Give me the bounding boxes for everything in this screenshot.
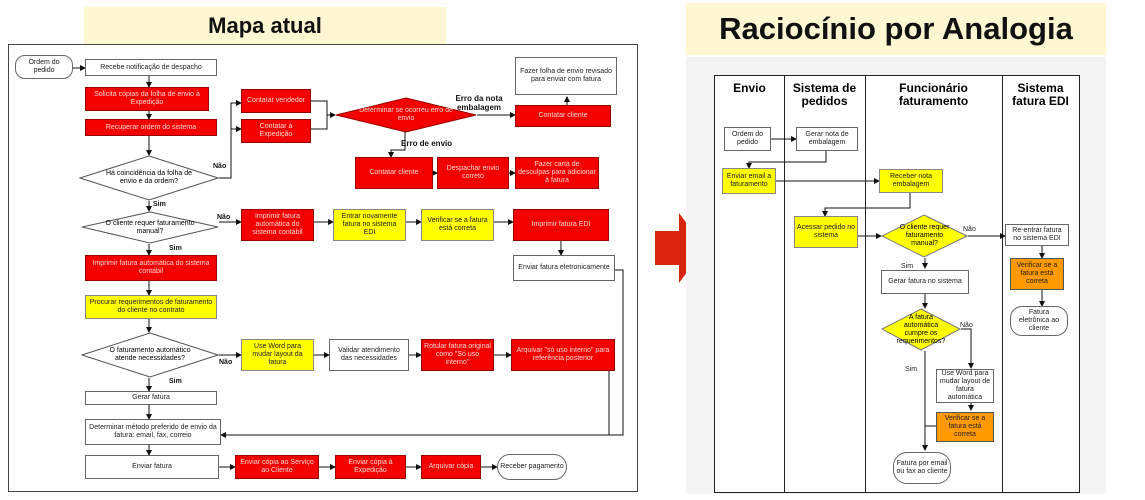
contact-shipping-step: Contatar à Expedição [241,119,311,143]
email-fax-invoice-node: Fatura por email ou fax ao cliente [893,452,951,484]
auto-billing-decision-label: O faturamento automático atende necessid… [109,347,191,362]
yes-label: Sim [169,378,182,385]
shipping-error-decision-label: Determinar se ocorreu erro de envio [359,107,453,122]
print-edi-invoice-step: Imprimir fatura EDI [513,209,609,241]
no-label: Não [960,322,973,329]
match-decision: Há coincidência da folha de envio e da o… [79,155,219,201]
lane-title: Funcionário faturamento [898,81,969,108]
order-start-node: Ordem do pedido [724,127,771,151]
email-billing-step: Enviar email a faturamento [722,168,776,194]
packing-note-error-label: Erro da nota embalagem [455,94,503,112]
swimlane-diagram: Envio Sistema de pedidos Funcionário fat… [714,75,1080,493]
verify-invoice-step: Verificar se a fatura está correta [936,412,994,442]
lane-order-system: Sistema de pedidos [784,76,866,492]
electronic-invoice-node: Fatura eletrônica ao cliente [1010,306,1068,336]
manual-billing-decision: O cliente requer faturamento manual? [881,214,968,258]
current-map-title: Mapa atual [84,7,446,44]
reenter-edi-step: Entrar novamente fatura no sistema EDI [333,209,406,241]
receive-payment-node: Receber pagamento [497,454,567,480]
generate-invoice-step: Gerar fatura [85,391,217,405]
dispatch-correct-step: Despachar envio correto [437,157,509,189]
auto-invoice-decision-label: A fatura automática cumpre os requerimen… [896,313,946,345]
receive-notice-step: Recebe notificação de despacho [85,59,217,76]
copy-shipping-step: Enviar cópia à Expedição [335,455,406,479]
lane-shipping: Envio [715,76,785,492]
word-layout-step: Use Word para mudar layout de fatura aut… [936,369,994,403]
contact-client-step: Contatar cliente [355,157,433,189]
archive-internal-step: Arquivar "só uso interno" para referênci… [511,339,615,371]
contract-requirements-step: Procurar requerimentos de faturamento do… [85,295,217,319]
lane-billing-clerk: Funcionário faturamento [865,76,1003,492]
copy-customer-service-step: Enviar cópia ao Serviço ao Cliente [235,455,319,479]
apology-letter-step: Fazer carta de desculpas para adicionar … [515,157,599,189]
lane-title: Sistema fatura EDI [1012,81,1069,108]
auto-billing-decision: O faturamento automático atende necessid… [81,332,219,378]
yes-label: Sim [901,263,914,270]
print-auto-invoice-step-2: Imprimir fatura automática do sistema co… [85,255,217,281]
reenter-edi-step: Re-entrar fatura no sistema EDI [1005,224,1069,246]
no-label: Não [963,226,976,233]
analogy-title: Raciocínio por Analogia [686,3,1106,55]
yes-label: Sim [153,201,166,208]
verify-edi-invoice-step: Verificar se a fatura está correta [1010,258,1064,290]
validate-needs-step: Validar atendimento das necessidades [329,339,409,371]
word-layout-step: Use Word para mudar layout da fatura [241,339,314,371]
access-order-step: Acessar pedido no sistema [794,216,858,248]
shipping-error-label: Erro de envio [401,139,453,148]
generate-packing-note-step: Gerar nota de embalagem [796,127,858,151]
no-label: Não [219,359,233,366]
manual-billing-decision-label: O cliente requer faturamento manual? [899,224,950,247]
verify-invoice-step: Verificar se a fatura está correta [421,209,494,241]
generate-invoice-step: Gerar fatura no sistema [881,270,969,294]
label-internal-step: Rotular fatura original como "Só uso int… [421,339,494,371]
retrieve-order-step: Recuperar ordem do sistema [85,119,217,136]
transition-arrow-icon [655,213,705,283]
send-invoice-step: Enviar fatura [85,455,219,479]
send-electronic-step: Enviar fatura eletronicamente [513,255,615,281]
no-label: Não [217,214,231,221]
start-order-node: Ordem do pedido [15,55,73,79]
request-copies-step: Solicita cópias da folha de envio à Expe… [85,87,209,111]
yes-label: Sim [905,366,918,373]
no-label: Não [213,163,227,170]
receive-packing-note-step: Receber nota embalagem [879,169,943,193]
lane-edi-system: Sistema fatura EDI [1002,76,1080,492]
revised-shipping-sheet-step: Fazer folha de envio revisado para envia… [515,57,617,95]
print-auto-invoice-step: Imprimir fatura automática do sistema co… [241,209,314,241]
delivery-method-step: Determinar método preferido de envio da … [85,419,221,445]
archive-copy-step: Arquivar cópia [421,455,481,479]
manual-billing-decision-label: O cliente requer faturamento manual? [105,219,195,235]
lane-title: Envio [733,81,766,95]
contact-seller-step: Contatar vendedor [241,89,311,113]
current-process-map: Ordem do pedido Recebe notificação de de… [8,44,638,492]
shipping-error-decision: Determinar se ocorreu erro de envio [335,97,477,133]
auto-invoice-decision: A fatura automática cumpre os requerimen… [881,308,961,351]
yes-label: Sim [169,245,182,252]
lane-title: Sistema de pedidos [792,81,857,108]
contact-client-top-step: Contatar cliente [515,105,611,127]
manual-billing-decision: O cliente requer faturamento manual? [81,211,219,244]
match-decision-label: Há coincidência da folha de envio e da o… [105,170,192,185]
